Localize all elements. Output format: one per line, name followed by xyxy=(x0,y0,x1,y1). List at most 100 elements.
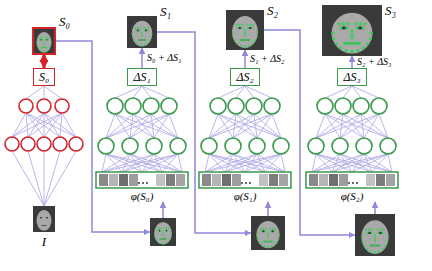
network-link xyxy=(316,114,361,138)
network-link xyxy=(43,86,44,99)
landmark-dot xyxy=(145,39,147,41)
landmark-dot xyxy=(258,241,260,243)
feature-patch xyxy=(166,174,175,186)
feature-frame xyxy=(96,172,188,188)
landmark-dot xyxy=(342,22,345,25)
landmark-dot xyxy=(39,39,41,41)
landmark-dot xyxy=(260,228,262,230)
landmark-dot xyxy=(381,232,383,234)
landmark-dot xyxy=(36,44,38,46)
connector-arrow xyxy=(351,56,353,68)
feature-patch xyxy=(386,174,395,186)
landmark-dot xyxy=(136,30,138,32)
landmark-dot xyxy=(267,234,269,236)
neuron xyxy=(380,138,396,154)
landmark-dot xyxy=(45,37,47,39)
landmark-dot xyxy=(362,26,365,29)
landmark-dot xyxy=(359,22,362,25)
landmark-dot xyxy=(252,24,254,26)
shape-label: S₂ xyxy=(267,3,278,18)
network-link xyxy=(312,154,340,172)
landmark-dot xyxy=(144,30,146,32)
landmark-dot xyxy=(374,239,376,241)
landmark-dot xyxy=(47,39,49,41)
feature-patch xyxy=(309,174,318,186)
landmark-dot xyxy=(154,236,156,238)
landmark-dot xyxy=(164,230,166,232)
landmark-dot xyxy=(143,27,145,29)
landmark-dot xyxy=(377,228,379,230)
landmark-dot xyxy=(274,228,276,230)
box-label: ΔS₂ xyxy=(236,70,253,84)
landmark-dot xyxy=(368,228,370,230)
network-link xyxy=(205,154,281,172)
landmark-dot xyxy=(350,42,353,45)
feature-patch xyxy=(99,174,108,186)
landmark-dot xyxy=(254,39,256,41)
landmark-dot xyxy=(141,31,143,33)
feature-patch xyxy=(329,174,338,186)
network-link xyxy=(106,154,182,172)
landmark-dot xyxy=(161,238,163,240)
neuron xyxy=(225,138,241,154)
landmark-dot xyxy=(149,40,151,42)
landmark-dot xyxy=(387,236,389,238)
landmark-dot xyxy=(366,248,368,250)
network-link xyxy=(44,151,45,206)
feature-patch xyxy=(176,174,185,186)
network-link xyxy=(343,86,352,98)
network-link xyxy=(312,154,316,172)
landmark-dot xyxy=(242,39,244,41)
landmark-dot xyxy=(376,244,378,246)
network-link xyxy=(218,114,257,138)
landmark-dot xyxy=(232,35,234,37)
neuron xyxy=(170,138,186,154)
network-link xyxy=(233,114,254,138)
network-link xyxy=(130,114,169,138)
landmark-dot xyxy=(39,49,41,51)
landmark-dot xyxy=(141,39,143,41)
feature-patch xyxy=(202,174,211,186)
face-photo xyxy=(33,28,55,54)
landmark-dot xyxy=(386,241,388,243)
network-link xyxy=(236,86,245,98)
neuron xyxy=(356,138,372,154)
landmark-dot xyxy=(371,228,373,230)
network-link xyxy=(257,114,272,138)
face-eye xyxy=(367,232,371,234)
face-eye xyxy=(238,27,242,29)
output-box: ΔS₃ xyxy=(337,68,366,86)
landmark-dot xyxy=(269,241,271,243)
landmark-dot xyxy=(374,237,376,239)
landmark-dot xyxy=(165,242,167,244)
face-skin xyxy=(154,222,172,244)
landmark-dot xyxy=(40,37,42,39)
neuron xyxy=(210,98,226,114)
landmark-dot xyxy=(164,238,166,240)
landmark-dot xyxy=(261,244,263,246)
box-label: ΔS₃ xyxy=(343,70,360,84)
feature-strip: φ(S₁) xyxy=(199,172,291,202)
feature-patch xyxy=(366,174,375,186)
face-border xyxy=(33,28,55,54)
landmark-dot xyxy=(164,228,166,230)
network-link xyxy=(142,154,178,172)
network-link xyxy=(44,151,76,206)
network-link xyxy=(102,154,106,172)
network-link xyxy=(115,114,154,138)
landmark-dot xyxy=(344,49,347,52)
landmark-dot xyxy=(42,37,44,39)
face-skin xyxy=(37,32,52,53)
face-eye xyxy=(40,217,42,218)
face-eye xyxy=(136,30,139,32)
neuron xyxy=(143,98,159,114)
face-mouth xyxy=(138,39,145,40)
landmark-dot xyxy=(166,228,168,230)
landmark-dot xyxy=(246,39,248,41)
feature-patch xyxy=(119,174,128,186)
shape-label: S₁ xyxy=(160,4,171,19)
network-link xyxy=(12,151,44,206)
landmark-dot xyxy=(339,46,342,49)
landmark-dot xyxy=(131,33,133,35)
